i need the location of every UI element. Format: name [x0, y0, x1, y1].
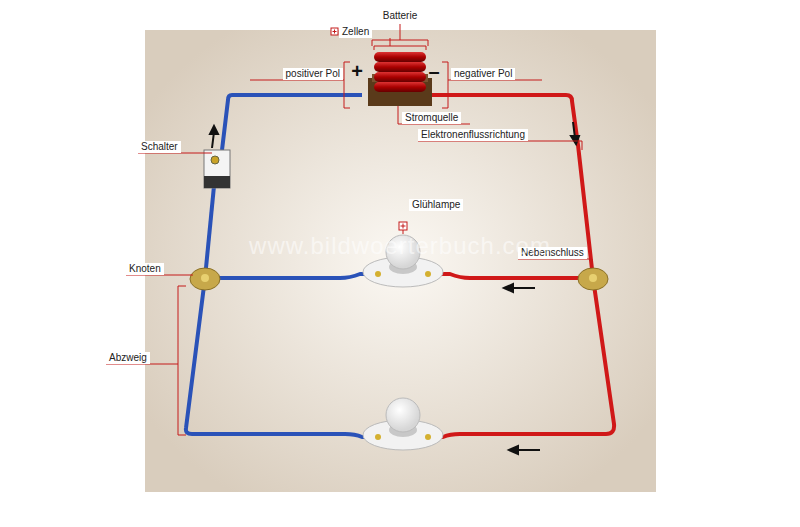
pole-sign: +: [351, 60, 363, 82]
part-label: Glühlampe: [409, 199, 463, 211]
part-label: Elektronenflussrichtung: [418, 129, 528, 141]
part-label: negativer Pol: [451, 68, 515, 80]
part-label: Stromquelle: [402, 112, 461, 124]
part-label: Knoten: [126, 263, 164, 275]
pole-sign: –: [428, 60, 439, 82]
watermark: www.bildwoerterbuch.com: [249, 232, 551, 260]
part-label: Batterie: [380, 10, 420, 22]
part-label: Abzweig: [106, 352, 150, 364]
part-label: positiver Pol: [283, 68, 343, 80]
part-label: Zellen: [339, 26, 372, 38]
part-label: Schalter: [138, 141, 181, 153]
